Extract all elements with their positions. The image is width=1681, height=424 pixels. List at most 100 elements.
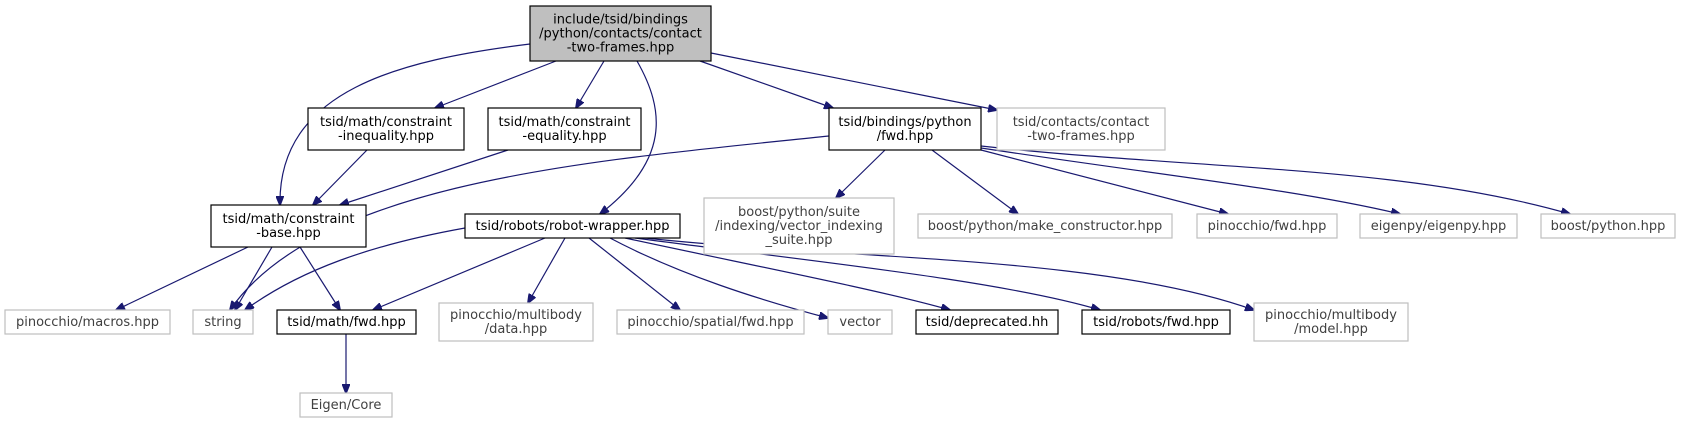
node-label-line: _suite.hpp [764,233,832,248]
node-box [529,5,712,62]
node-label-line: tsid/math/constraint [499,115,631,130]
edge-root-to-constraint_base [280,43,531,205]
node-box [438,302,594,342]
node-label-line: boost/python/make_constructor.hpp [928,219,1162,234]
edge-bindings_fwd-to-boost_python [980,145,1570,214]
edge-root-to-robot_wrapper [600,60,657,214]
node-vector: vector [827,309,893,335]
edge-robot_wrapper-to-spatial_fwd [588,237,680,310]
edge-root-to-bindings_fwd [699,60,833,108]
edge-constraint_base-to-string [235,246,273,310]
node-label-line: /indexing/vector_indexing [715,219,883,234]
node-contacts-two-frames: tsid/contacts/contact-two-frames.hpp [996,107,1166,151]
node-label-line: tsid/contacts/contact [1013,115,1150,130]
node-label-line: boost/python/suite [738,205,860,220]
edge-bindings_fwd-to-string [230,135,830,310]
edge-robot_wrapper-to-deprecated [624,237,950,310]
node-constraint-base[interactable]: tsid/math/constraint-base.hpp [210,204,367,248]
node-vector-indexing: boost/python/suite/indexing/vector_index… [703,197,895,255]
edge-constraint_ineq-to-constraint_base [313,149,368,205]
node-multibody-model: pinocchio/multibody/model.hpp [1253,302,1409,342]
node-constraint-eq[interactable]: tsid/math/constraint-equality.hpp [487,107,642,151]
edge-robot_wrapper-to-multibody_data [528,237,566,303]
node-label-line: eigenpy/eigenpy.hpp [1371,219,1507,234]
node-label-line: tsid/bindings/python [838,115,971,130]
node-pinocchio-macros: pinocchio/macros.hpp [4,309,171,335]
edge-robot_wrapper-to-math_fwd [373,237,546,310]
edge-constraint_base-to-pinocchio_macros [116,246,249,310]
edge-bindings_fwd-to-eigenpy [980,147,1400,214]
node-label-line: tsid/robots/fwd.hpp [1093,315,1219,330]
node-label-line: pinocchio/multibody [1265,308,1397,323]
node-box [464,213,681,239]
node-label-line: -two-frames.hpp [567,41,675,56]
node-box [915,309,1059,335]
node-label-line: tsid/math/fwd.hpp [287,315,406,330]
node-make-constructor: boost/python/make_constructor.hpp [917,213,1173,239]
edge-bindings_fwd-to-make_constructor [931,149,1018,214]
edge-bindings_fwd-to-vector_indexing [836,149,886,198]
node-label-line: /data.hpp [485,322,548,337]
edge-bindings_fwd-to-pinocchio_fwd [980,149,1228,214]
node-label-line: boost/python.hpp [1551,219,1666,234]
edge-constraint_base-to-math_fwd [299,246,340,310]
node-label-line: /fwd.hpp [877,129,934,144]
node-box [917,213,1173,239]
node-box [828,107,982,151]
node-box [210,204,367,248]
node-label-line: tsid/deprecated.hh [926,315,1049,330]
node-boost-python: boost/python.hpp [1540,213,1676,239]
dependency-nodes: include/tsid/bindings/python/contacts/co… [4,5,1676,418]
node-deprecated[interactable]: tsid/deprecated.hh [915,309,1059,335]
node-string: string [192,309,254,335]
node-label-line: pinocchio/spatial/fwd.hpp [627,315,793,330]
edge-robot_wrapper-to-string [245,227,466,310]
node-box [1081,309,1231,335]
node-root[interactable]: include/tsid/bindings/python/contacts/co… [529,5,712,62]
node-bindings-fwd[interactable]: tsid/bindings/python/fwd.hpp [828,107,982,151]
node-label-line: /model.hpp [1294,322,1368,337]
node-label-line: vector [839,315,881,330]
node-label-line: -base.hpp [256,226,321,241]
node-box [1253,302,1409,342]
node-box [307,107,465,151]
node-box [299,392,393,418]
node-label-line: string [204,315,241,330]
node-box [703,197,895,255]
node-box [192,309,254,335]
node-pinocchio-fwd: pinocchio/fwd.hpp [1196,213,1338,239]
node-box [827,309,893,335]
edge-root-to-constraint_eq [576,60,605,108]
node-label-line: -equality.hpp [522,129,606,144]
node-eigen-core: Eigen/Core [299,392,393,418]
node-label-line: pinocchio/multibody [450,308,582,323]
node-constraint-ineq[interactable]: tsid/math/constraint-inequality.hpp [307,107,465,151]
edge-constraint_eq-to-constraint_base [340,149,509,205]
node-robots-fwd[interactable]: tsid/robots/fwd.hpp [1081,309,1231,335]
node-label-line: tsid/math/constraint [320,115,452,130]
node-label-line: pinocchio/fwd.hpp [1208,219,1327,234]
node-multibody-data: pinocchio/multibody/data.hpp [438,302,594,342]
node-label-line: /python/contacts/contact [539,27,702,42]
node-box [276,309,417,335]
node-label-line: -two-frames.hpp [1027,129,1135,144]
node-label-line: tsid/robots/robot-wrapper.hpp [475,219,669,234]
node-box [4,309,171,335]
node-box [487,107,642,151]
node-robot-wrapper[interactable]: tsid/robots/robot-wrapper.hpp [464,213,681,239]
node-spatial-fwd: pinocchio/spatial/fwd.hpp [616,309,805,335]
node-label-line: include/tsid/bindings [553,13,688,28]
node-eigenpy: eigenpy/eigenpy.hpp [1359,213,1518,239]
node-box [1359,213,1518,239]
edge-root-to-constraint_ineq [435,60,557,108]
node-box [1540,213,1676,239]
node-math-fwd[interactable]: tsid/math/fwd.hpp [276,309,417,335]
node-box [1196,213,1338,239]
node-box [996,107,1166,151]
node-box [616,309,805,335]
node-label-line: tsid/math/constraint [223,212,355,227]
node-label-line: pinocchio/macros.hpp [16,315,159,330]
node-label-line: -inequality.hpp [338,129,434,144]
edge-root-to-contacts_two_frames [710,52,997,110]
